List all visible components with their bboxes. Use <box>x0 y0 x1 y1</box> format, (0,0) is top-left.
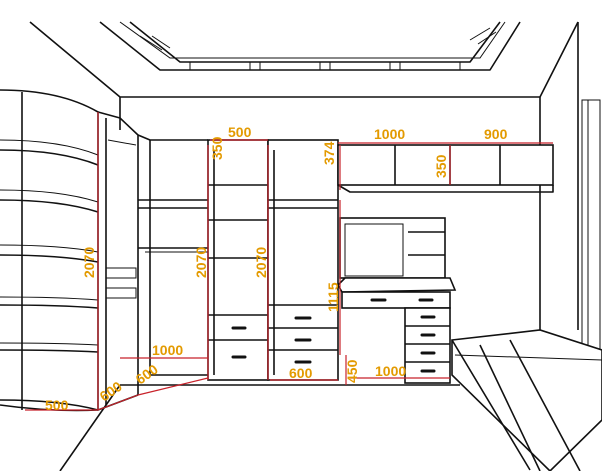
dim-wall-cab-1: 1000 <box>374 126 405 142</box>
dim-desk-height: 1115 <box>325 282 341 312</box>
dim-base-depth-2: 600 <box>97 378 125 405</box>
dimension-lines <box>25 112 553 411</box>
dim-corner-height: 2070 <box>81 247 97 278</box>
tall-unit-2 <box>267 139 339 381</box>
hanging-wardrobe <box>97 111 139 411</box>
dim-base-depth: 600 <box>289 365 313 381</box>
open-hanging-section <box>137 134 208 376</box>
ceiling <box>29 21 579 98</box>
dim-upper-center-depth: 350 <box>209 136 225 160</box>
dim-open-width: 1000 <box>152 342 183 358</box>
wall-cabinets <box>337 144 554 193</box>
dim-wall-cab-height: 350 <box>433 154 449 178</box>
bay-bench <box>451 329 602 471</box>
dim-upper-center-width: 500 <box>228 124 252 140</box>
dressing-table <box>337 217 457 384</box>
dim-wall-cab-2: 900 <box>484 126 508 142</box>
dim-side-depth: 600 <box>133 361 161 388</box>
dim-corner-width: 500 <box>45 397 69 413</box>
dim-desk-depth: 450 <box>344 359 360 383</box>
dim-upper-center-height: 374 <box>321 141 337 165</box>
dim-tall-left-height: 2070 <box>193 247 209 278</box>
dim-desk-width: 1000 <box>375 363 406 379</box>
dim-tall-right-height: 2070 <box>253 247 269 278</box>
